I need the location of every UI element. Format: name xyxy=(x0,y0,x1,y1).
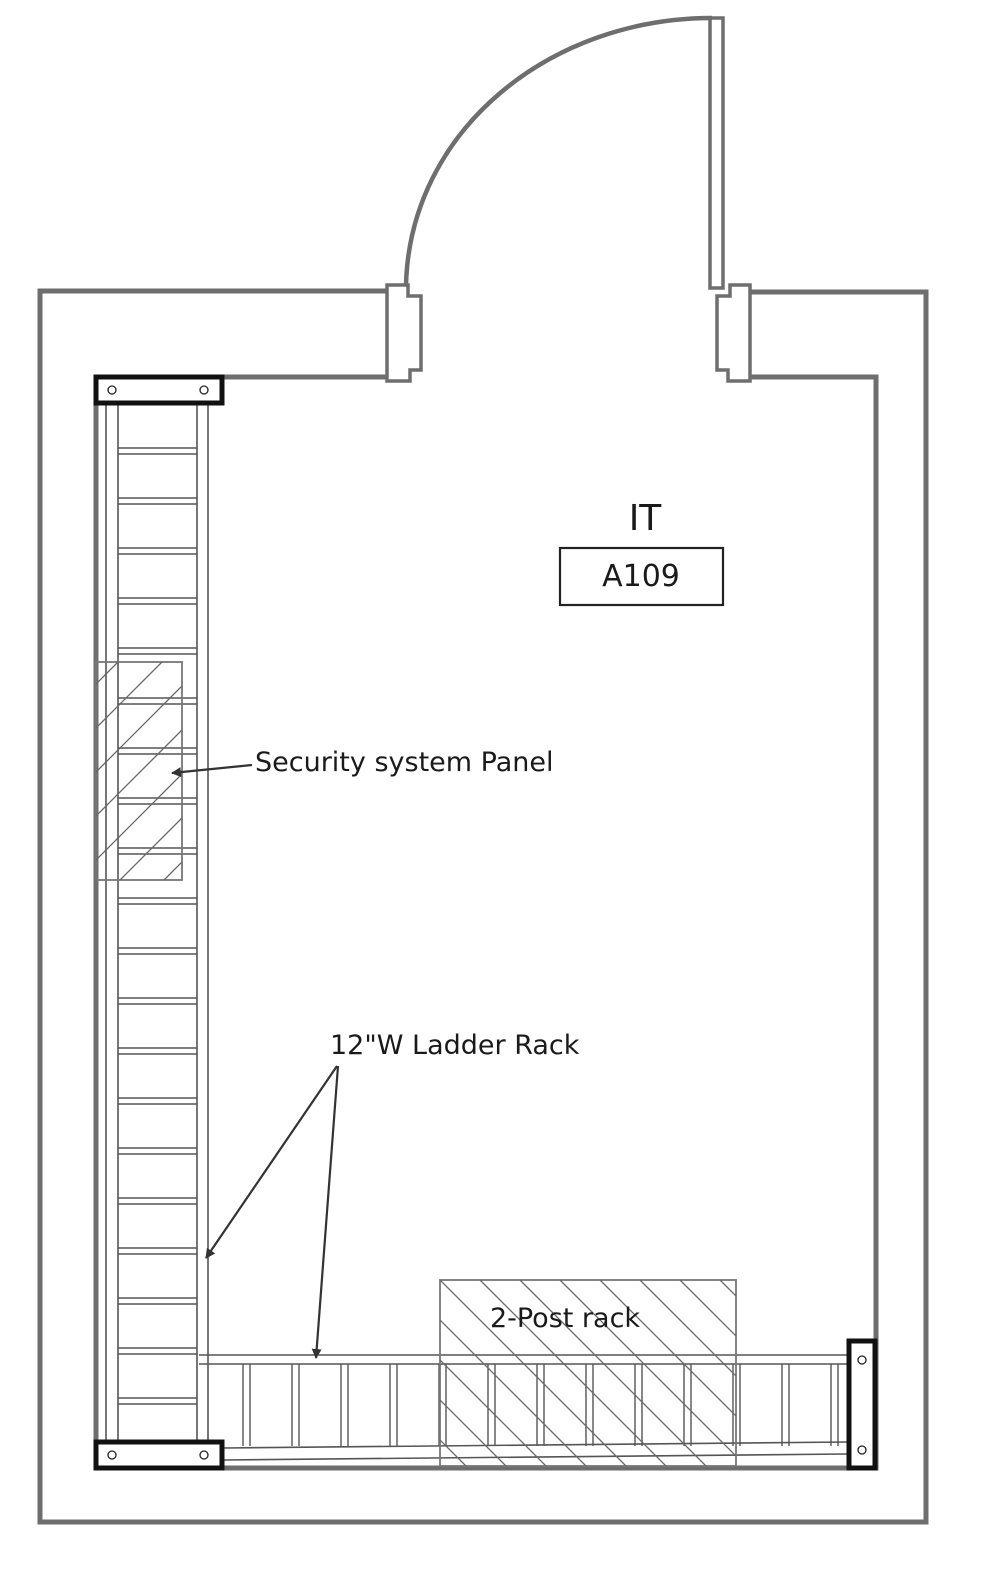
hatch-line xyxy=(119,817,182,880)
door-jamb-right xyxy=(715,283,752,383)
hatch-line xyxy=(96,662,119,685)
ladder-rack-leader-horizontal xyxy=(311,1065,340,1359)
hatch-line xyxy=(440,1280,627,1466)
hatch-line xyxy=(96,685,182,773)
security-panel xyxy=(95,554,183,1124)
hatch-line xyxy=(96,773,182,861)
ladder-rack-vertical xyxy=(105,404,209,1440)
ladder-rack-leader-vertical xyxy=(205,1065,338,1259)
security-panel-leader xyxy=(171,763,253,778)
room-name: IT xyxy=(629,498,663,539)
security-panel-label: Security system Panel xyxy=(255,747,554,778)
door-jamb-left xyxy=(385,283,423,383)
door-swing-arc xyxy=(403,15,713,286)
interior-wall xyxy=(224,374,879,1471)
wall-bracket-bottom-right xyxy=(846,1338,878,1471)
hatch-line xyxy=(96,554,182,640)
hatch-line xyxy=(719,1280,736,1297)
hatch-line xyxy=(96,950,182,1036)
hatch-line xyxy=(440,1399,507,1466)
hatch-line xyxy=(679,1280,736,1337)
room-number-box xyxy=(558,546,725,607)
hatch-line xyxy=(240,1280,430,1470)
hatch-line xyxy=(440,1439,467,1466)
ladder-rack-horizontal xyxy=(199,1354,848,1461)
hatch-line xyxy=(440,1319,587,1466)
room-number: A109 xyxy=(602,559,680,594)
hatch-line xyxy=(479,1280,667,1466)
hatch-line xyxy=(440,1359,547,1466)
two-post-rack xyxy=(240,1279,737,1470)
hatch-line xyxy=(599,1280,736,1417)
hatch-line xyxy=(519,1280,707,1466)
door-leaf xyxy=(708,16,725,290)
hatch-line xyxy=(96,994,182,1080)
hatch-line xyxy=(96,662,163,729)
hatch-line xyxy=(639,1280,736,1377)
two-post-rack-label: 2-Post rack xyxy=(490,1303,640,1334)
exterior-wall xyxy=(37,288,929,1525)
hatch-line xyxy=(163,861,182,880)
hatch-line xyxy=(96,1038,182,1124)
hatch-line xyxy=(96,906,182,992)
ladder-rack-label: 12"W Ladder Rack xyxy=(330,1030,580,1061)
wall-bracket-bottom-left xyxy=(93,1439,225,1471)
hatch-line xyxy=(96,729,182,817)
wall-bracket-top-left xyxy=(93,374,225,406)
hatch-line xyxy=(559,1280,736,1457)
